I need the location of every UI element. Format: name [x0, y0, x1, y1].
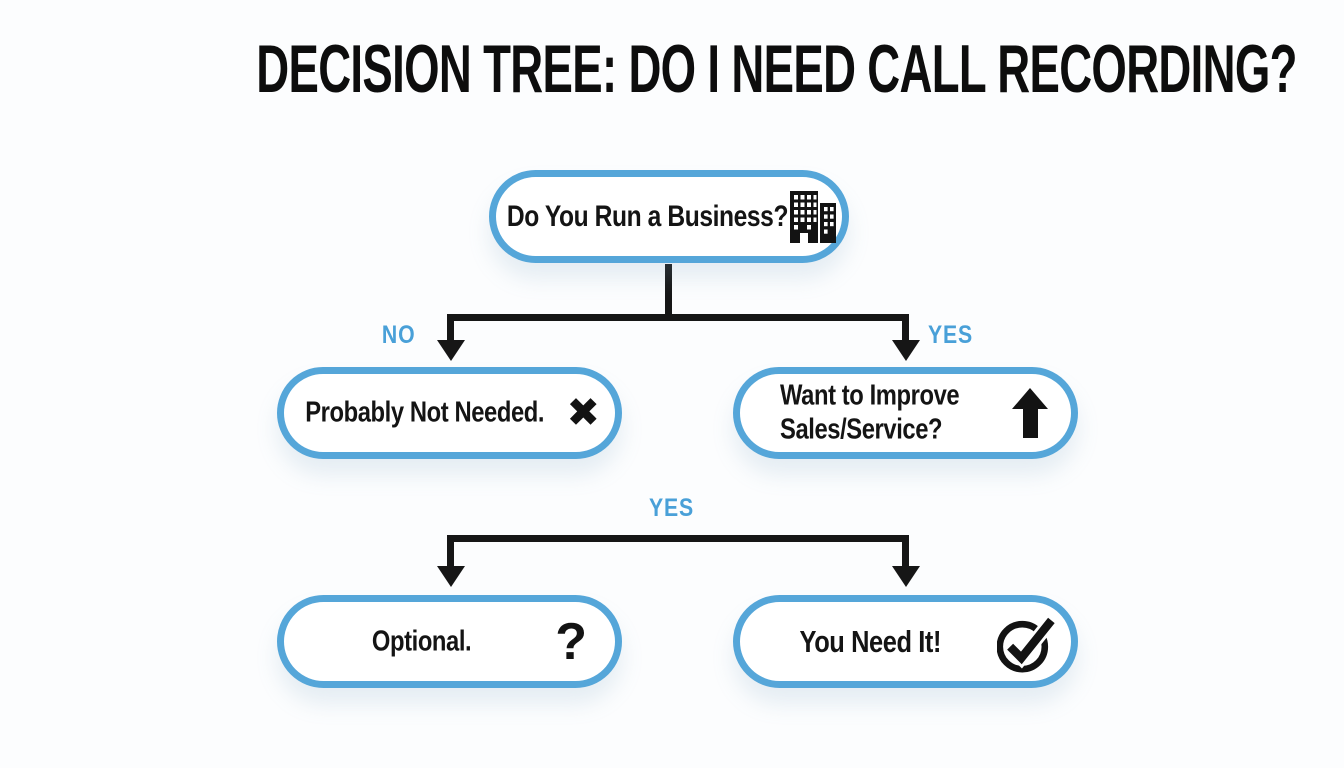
- branch-label-no: NO: [320, 321, 415, 350]
- page-title-text: DECISION TREE: DO I NEED CALL RECORDING?: [256, 31, 1297, 107]
- connector-level2-bar: [447, 535, 909, 542]
- branch-label-yes-level1: YES: [928, 321, 981, 350]
- question-mark-glyph: ?: [555, 612, 587, 671]
- node-label-text: Do You Run a Business?: [506, 199, 788, 233]
- heavy-x-glyph: ✖: [566, 391, 600, 435]
- node-label-text: Probably Not Needed.: [305, 396, 544, 429]
- arrow-down-icon: [892, 340, 920, 361]
- arrow-down-icon: [892, 566, 920, 587]
- branch-label-yes1-text: YES: [928, 321, 974, 349]
- node-you-need-it: You Need It!: [733, 595, 1078, 688]
- connector-level2-right-drop: [902, 539, 909, 568]
- node-label-text: Optional.: [371, 625, 472, 657]
- arrow-down-icon: [437, 566, 465, 587]
- node-optional: Optional. ?: [277, 595, 622, 688]
- connector-level1-left-drop: [447, 318, 454, 342]
- branch-label-no-text: NO: [381, 321, 415, 349]
- branch-label-yes-level2: YES: [592, 494, 752, 523]
- page-title: DECISION TREE: DO I NEED CALL RECORDING?: [0, 30, 1344, 108]
- question-mark-icon: ?: [555, 616, 587, 668]
- node-label: Probably Not Needed.: [259, 397, 590, 430]
- up-arrow-icon: [1012, 388, 1048, 438]
- node-probably-not-needed: Probably Not Needed. ✖: [277, 367, 622, 459]
- heavy-x-icon: ✖: [566, 393, 600, 433]
- node-label-text: You Need It!: [799, 623, 942, 659]
- check-circle-icon: [997, 611, 1057, 673]
- node-label: Do You Run a Business?: [474, 200, 820, 234]
- connector-root-stem: [665, 264, 672, 318]
- label-line1: Want to Improve: [780, 379, 960, 412]
- node-label: Optional.: [256, 625, 587, 658]
- connector-level1-bar: [447, 314, 909, 321]
- building-icon: [788, 190, 838, 243]
- label-line2: Sales/Service?: [780, 413, 943, 445]
- node-label: You Need It!: [705, 624, 1036, 660]
- connector-level2-left-drop: [447, 539, 454, 568]
- connector-level1-right-drop: [902, 318, 909, 342]
- arrow-down-icon: [437, 340, 465, 361]
- node-do-you-run-a-business: Do You Run a Business?: [489, 170, 849, 263]
- branch-label-yes2-text: YES: [649, 494, 695, 522]
